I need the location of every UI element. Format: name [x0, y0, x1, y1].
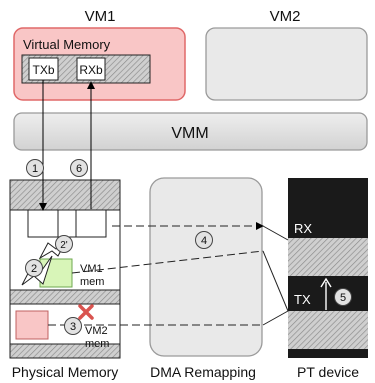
- step-6-badge: 6: [70, 159, 88, 177]
- pt-device-label: PT device: [297, 364, 359, 380]
- step-3-label: 3: [70, 321, 76, 333]
- dma-map-line-middle: [71, 250, 264, 274]
- vm1-mem-label-line1: VM1: [80, 263, 103, 275]
- vm2-mem-region: [15, 310, 49, 340]
- physical-memory-label: Physical Memory: [12, 364, 119, 380]
- step-3-badge: 3: [64, 317, 82, 335]
- txb-label: TXb: [32, 63, 54, 77]
- step-2-badge: 2: [25, 259, 43, 277]
- pt-device-rx-ring: [288, 238, 368, 276]
- rx-label: RX: [294, 221, 312, 236]
- step-2prime-badge: 2': [55, 235, 73, 253]
- vm1-label: VM1: [85, 8, 116, 25]
- dma-to-tx-line: [262, 250, 289, 312]
- step-4-label: 4: [201, 235, 207, 247]
- vm1-mem-label: VM1 mem: [80, 263, 106, 288]
- phys-buffer-a: [27, 209, 59, 238]
- rxb-label: RXb: [79, 63, 103, 77]
- dma-remapping-block: [149, 177, 263, 357]
- step-4-badge: 4: [195, 231, 213, 249]
- lightning-bolt-icon-upper: [38, 236, 69, 260]
- virtual-memory-label: Virtual Memory: [23, 37, 111, 52]
- step-1-label: 1: [32, 163, 38, 175]
- dma-remapping-label: DMA Remapping: [150, 364, 256, 380]
- vm2-mem-label-line1: VM2: [85, 325, 108, 337]
- step-5-label: 5: [340, 292, 346, 304]
- vmm-bar: [13, 112, 368, 151]
- phys-buffer-b: [57, 209, 77, 238]
- phys-buffer-c: [75, 209, 107, 238]
- step-6-label: 6: [76, 163, 82, 175]
- step-2-label: 2: [31, 263, 37, 275]
- tx-to-rx-arrowhead: [320, 277, 332, 288]
- vm2-box: [205, 27, 368, 101]
- blocked-access-x-icon: [78, 304, 94, 320]
- vm2-mem-label: VM2 mem: [85, 325, 111, 350]
- step-5-badge: 5: [334, 288, 352, 306]
- dma-to-tx-lower-line: [262, 310, 289, 326]
- tx-label: TX: [294, 292, 311, 307]
- step-1-badge: 1: [26, 159, 44, 177]
- vmm-label: VMM: [171, 125, 208, 142]
- vm2-label: VM2: [270, 8, 301, 25]
- vm2-mem-label-line2: mem: [85, 338, 109, 350]
- pt-device-tx-ring: [288, 311, 368, 349]
- vm1-mem-label-line2: mem: [80, 276, 104, 288]
- dma-to-rx-line: [262, 225, 289, 241]
- step-2prime-label: 2': [60, 240, 68, 251]
- rxb-buffer: [76, 57, 106, 81]
